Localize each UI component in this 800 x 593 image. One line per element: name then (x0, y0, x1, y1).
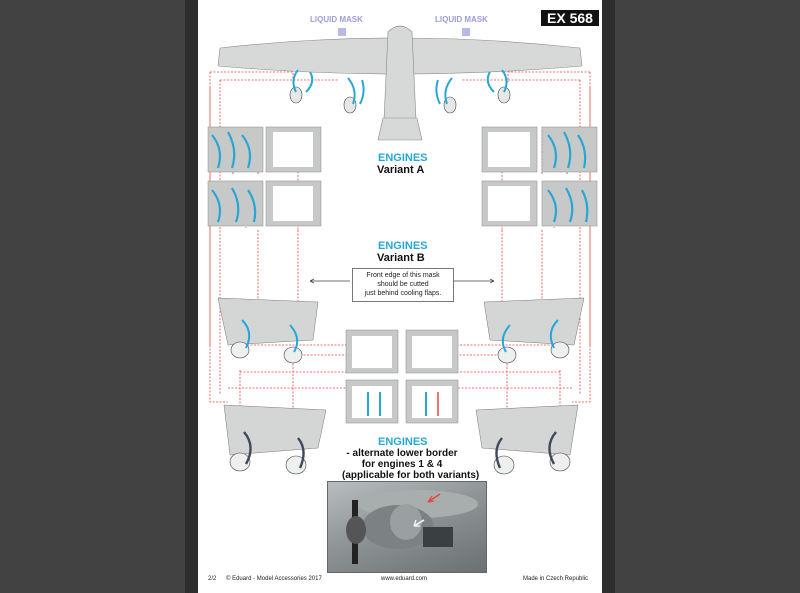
variant-b-engines (217, 297, 585, 346)
footer-made-in: Made in Czech Republic (523, 576, 589, 582)
instruction-drawing (207, 25, 598, 475)
top-engine-masks (292, 69, 508, 105)
cut-note: Front edge of this mask should be cutted… (352, 268, 454, 302)
lower-border-lines (243, 431, 557, 469)
note-line-3: just behind cooling flaps. (364, 290, 442, 297)
liquid-mask-label-right: LIQUID MASK (435, 15, 488, 24)
liquid-mask-markers (338, 28, 470, 36)
product-code: EX 568 (541, 10, 599, 26)
bomber-top (217, 25, 583, 141)
variant-b-nacelles (230, 341, 570, 364)
model-photo (327, 481, 487, 573)
alternate-border-text: - alternate lower border for engines 1 &… (342, 448, 480, 481)
footer-page-number: 2/2 (208, 576, 217, 582)
alt-line-2: for engines 1 & 4 (361, 459, 443, 470)
footer-url: www.eduard.com (381, 576, 428, 582)
variant-b-label: Variant B (377, 252, 425, 264)
variant-a-tiles (207, 126, 598, 227)
variant-b-tile-cutouts (352, 336, 452, 418)
variant-a-cutouts (273, 132, 530, 221)
viewer-bezel-left (185, 0, 198, 593)
engines-heading-a: ENGINES (378, 152, 428, 164)
variant-b-tile-blue (367, 392, 427, 416)
lower-nacelles (229, 452, 571, 475)
note-line-2: should be cutted (377, 281, 429, 288)
alt-line-1: - alternate lower border (346, 448, 458, 459)
liquid-mask-label-left: LIQUID MASK (310, 15, 363, 24)
variant-b-blue (241, 319, 559, 353)
viewer-bezel-right (602, 0, 615, 593)
top-engines (289, 86, 511, 114)
footer-copyright: © Eduard - Model Accessories 2017 (226, 576, 322, 582)
engines-heading-c: ENGINES (378, 436, 428, 448)
instruction-page: EX 568 LIQUID MASK LIQUID MASK ENGINES V… (198, 0, 602, 593)
note-line-1: Front edge of this mask (366, 272, 440, 279)
engines-heading-b: ENGINES (378, 240, 428, 252)
alt-line-3: (applicable for both variants) (342, 470, 480, 481)
note-arrows (309, 278, 495, 284)
variant-a-blue (211, 131, 589, 223)
variant-a-label: Variant A (377, 164, 425, 176)
